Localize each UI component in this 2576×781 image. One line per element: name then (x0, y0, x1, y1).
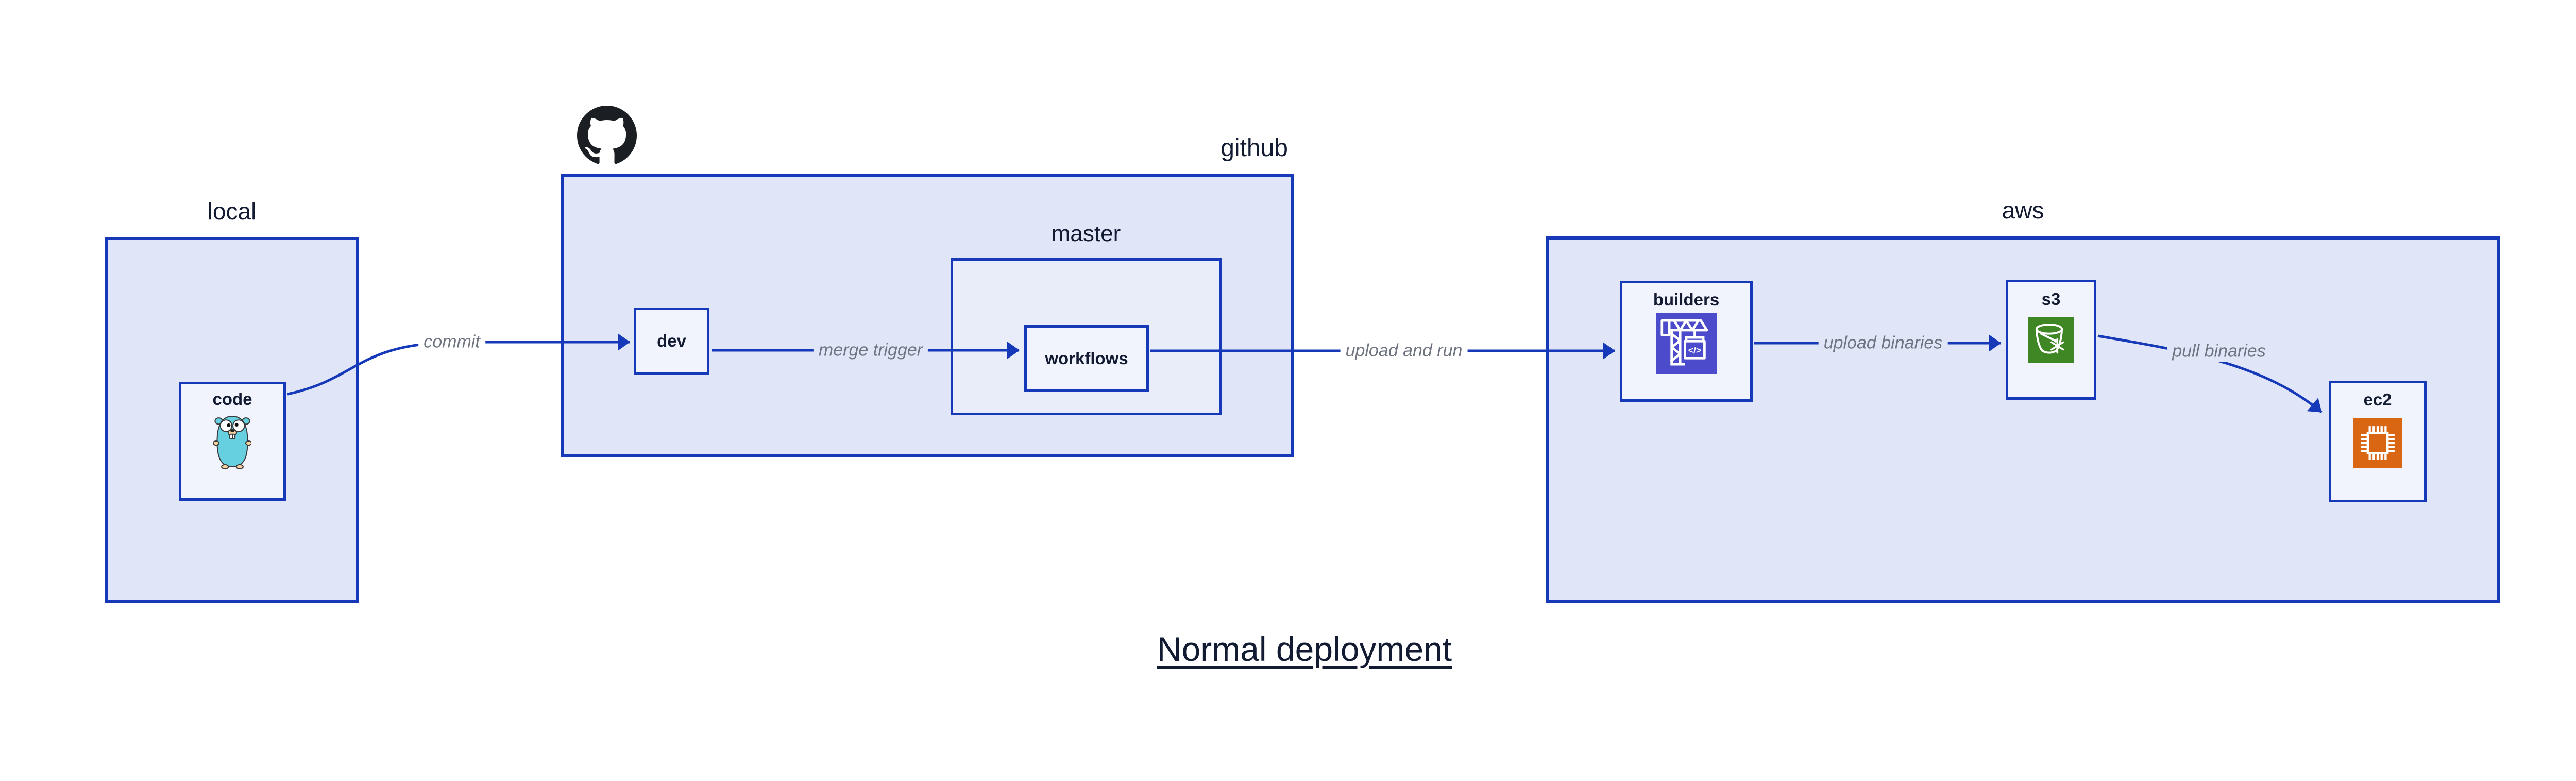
github-octocat-logo (577, 106, 637, 165)
ec2-node-label: ec2 (2363, 390, 2392, 409)
node-builders: builders </> (1620, 281, 1753, 402)
local-container-label: local (207, 198, 257, 225)
node-ec2: ec2 (2329, 381, 2427, 502)
dev-node-label: dev (657, 331, 686, 351)
master-container-label: master (1051, 221, 1121, 246)
edge-label-merge-trigger: merge trigger (813, 339, 928, 361)
edge-label-pull-binaries: pull binaries (2167, 341, 2271, 362)
svg-text:</>: </> (1688, 345, 1702, 355)
ec2-chip-icon (2353, 418, 2402, 470)
github-container-label: github (1221, 134, 1288, 162)
s3-node-label: s3 (2041, 290, 2061, 309)
s3-glacier-bucket-icon (2028, 317, 2074, 365)
node-workflows: workflows (1024, 325, 1149, 392)
edge-label-upload-and-run: upload and run (1340, 340, 1468, 362)
builders-node-label: builders (1653, 290, 1720, 309)
node-dev: dev (634, 308, 709, 375)
code-node-label: code (212, 389, 252, 409)
edge-label-commit: commit (418, 331, 485, 353)
node-s3: s3 (2006, 280, 2096, 400)
diagram-title: Normal deployment (1157, 630, 1452, 668)
edge-label-upload-binaries: upload binaries (1818, 332, 1948, 354)
node-code: code (179, 382, 286, 501)
go-gopher-icon (212, 414, 252, 471)
codebuild-crane-icon: </> (1656, 313, 1717, 377)
workflows-node-label: workflows (1045, 349, 1128, 368)
aws-container-label: aws (2002, 197, 2044, 224)
